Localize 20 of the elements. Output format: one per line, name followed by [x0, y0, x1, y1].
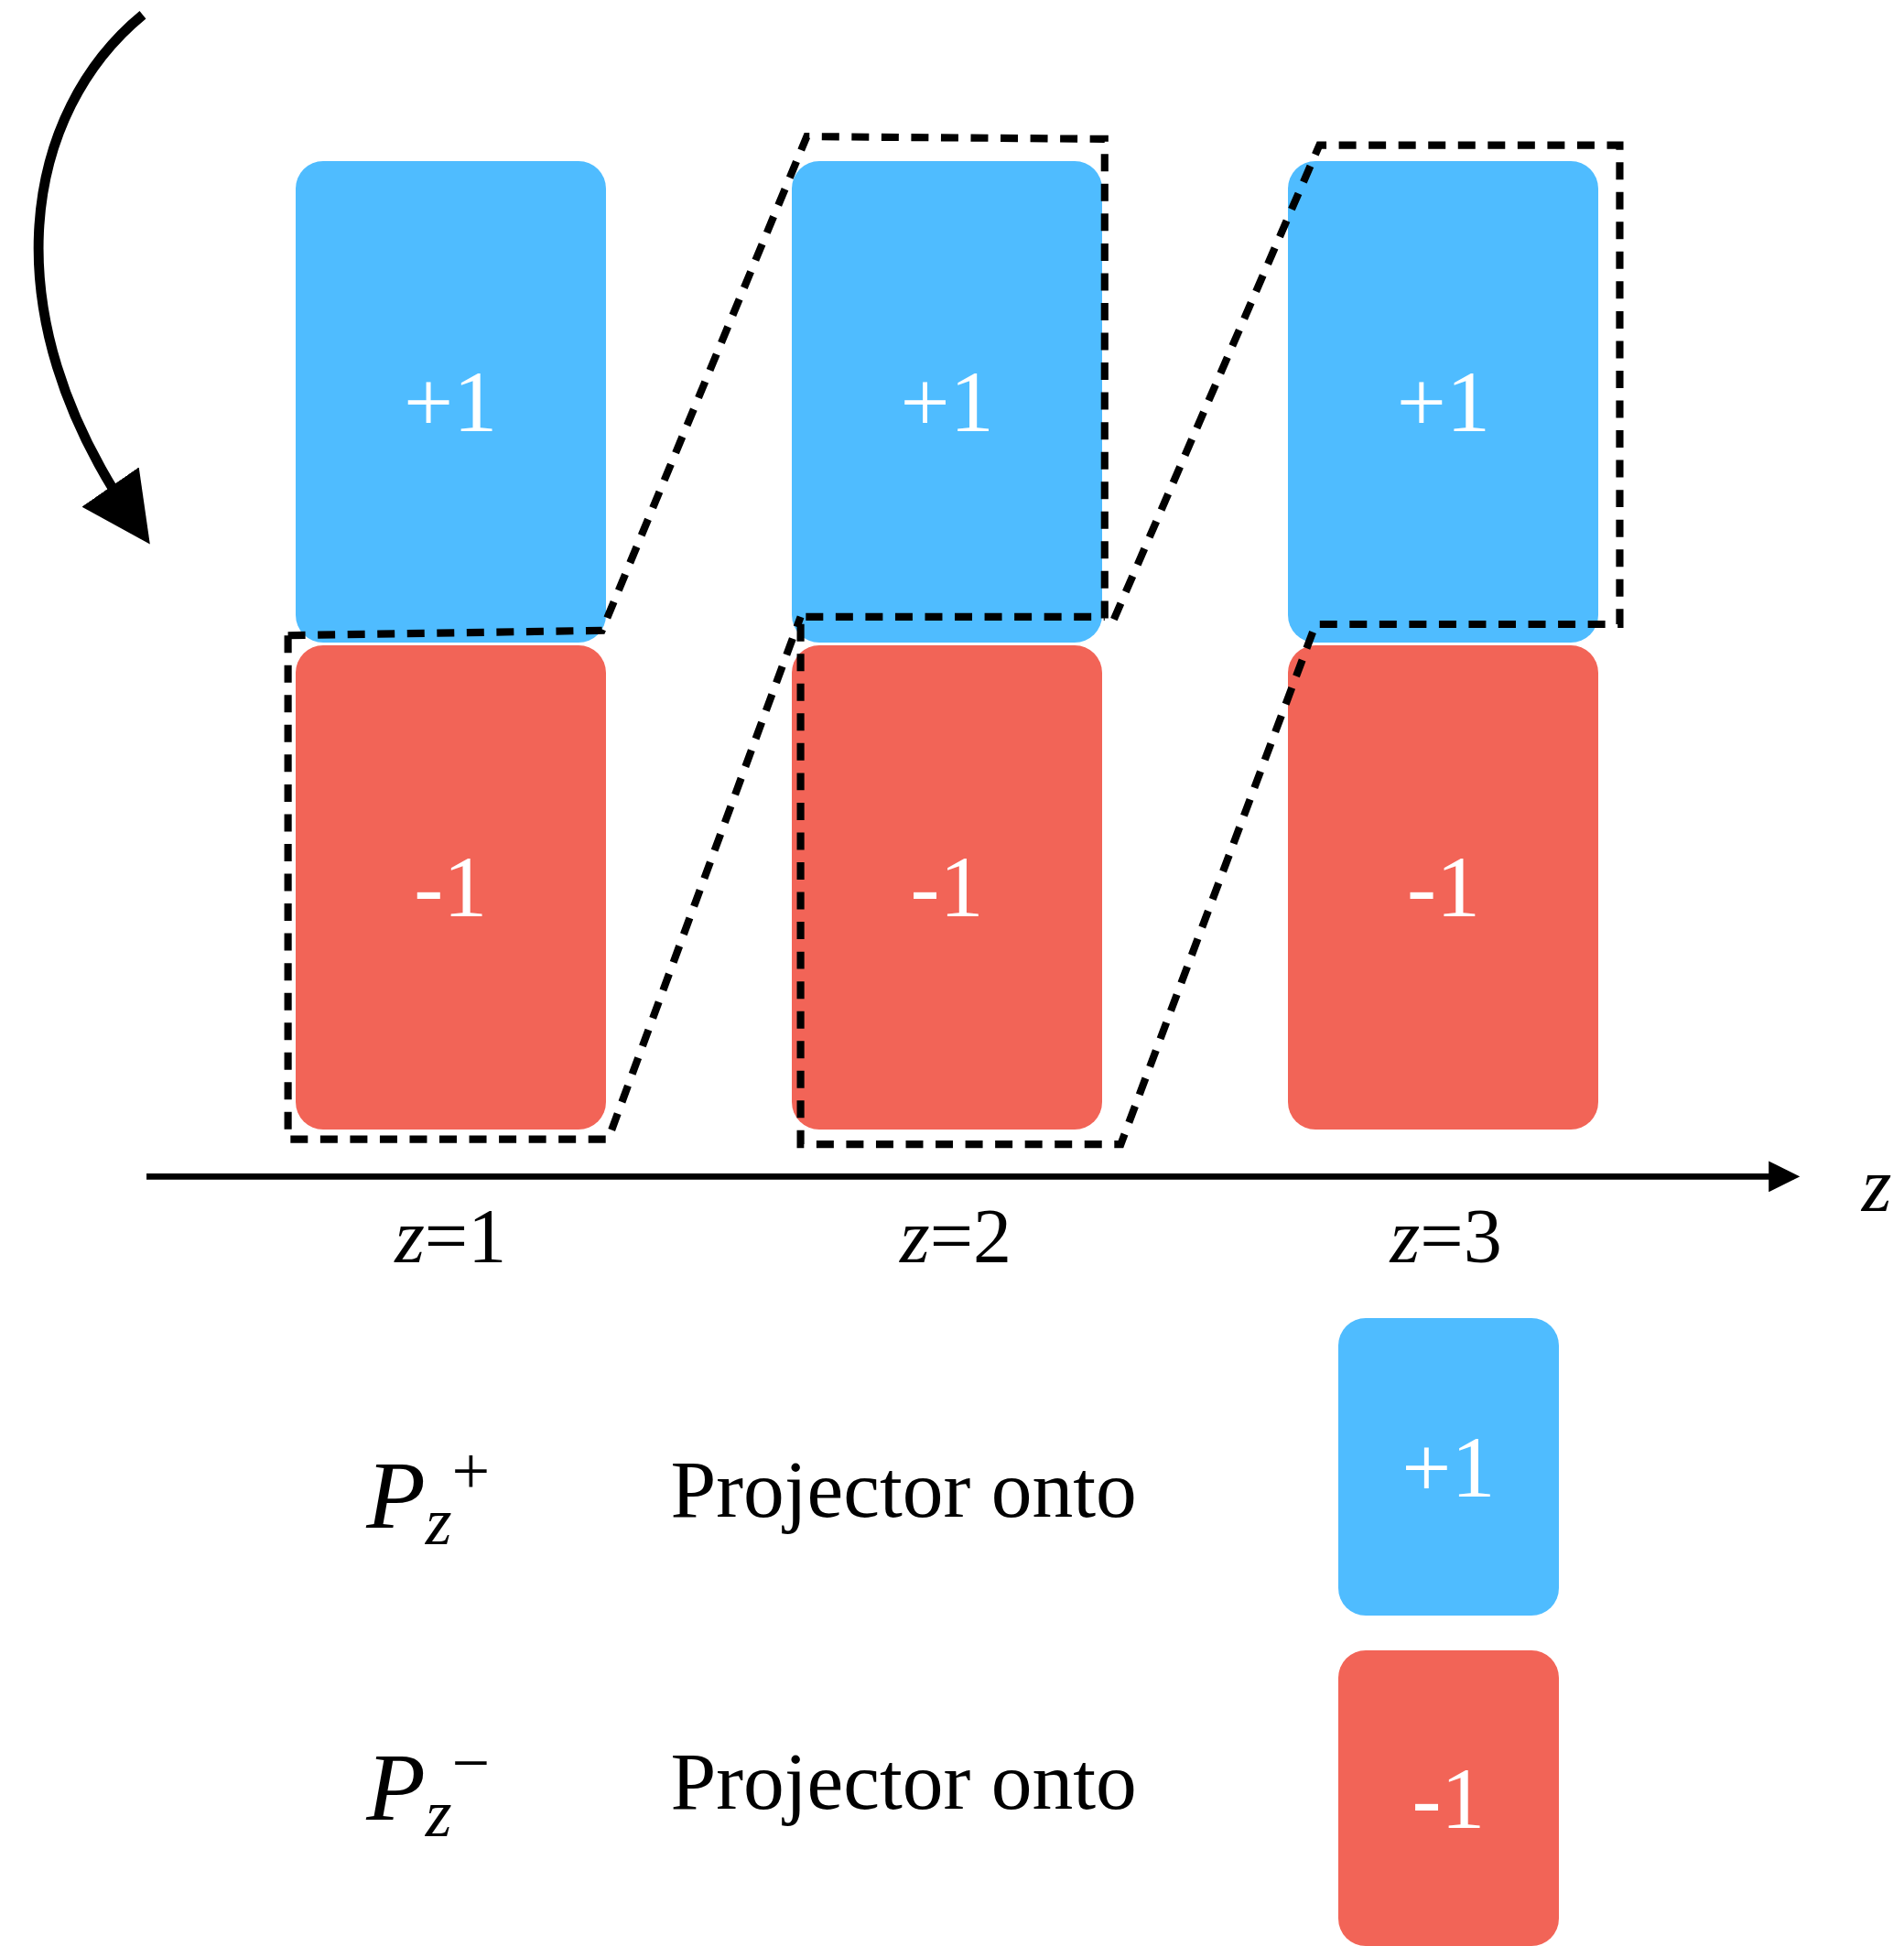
axis-label: z	[1861, 1146, 1892, 1224]
eigenvalue-text: +1	[1401, 1422, 1496, 1511]
axis-tick-label: z=3	[1390, 1197, 1502, 1275]
state-block	[295, 645, 606, 1130]
eigenvalue-text: +1	[900, 358, 994, 447]
axis-tick-label: z=1	[395, 1197, 507, 1275]
state-block	[295, 161, 606, 643]
eigenvalue-text: -1	[1406, 843, 1480, 932]
state-block	[1337, 1318, 1560, 1616]
state-block	[792, 161, 1103, 643]
state-block	[1337, 1650, 1560, 1946]
eigenvalue-text: +1	[404, 358, 498, 447]
axis-tick-label: z=2	[900, 1197, 1012, 1275]
state-block	[1288, 161, 1599, 643]
state-block	[1288, 645, 1599, 1130]
eigenvalue-text: +1	[1396, 358, 1490, 447]
eigenvalue-text: -1	[1412, 1754, 1486, 1843]
eigenvalue-text: -1	[414, 843, 488, 932]
state-block	[792, 645, 1103, 1130]
eigenvalue-text: -1	[910, 843, 984, 932]
